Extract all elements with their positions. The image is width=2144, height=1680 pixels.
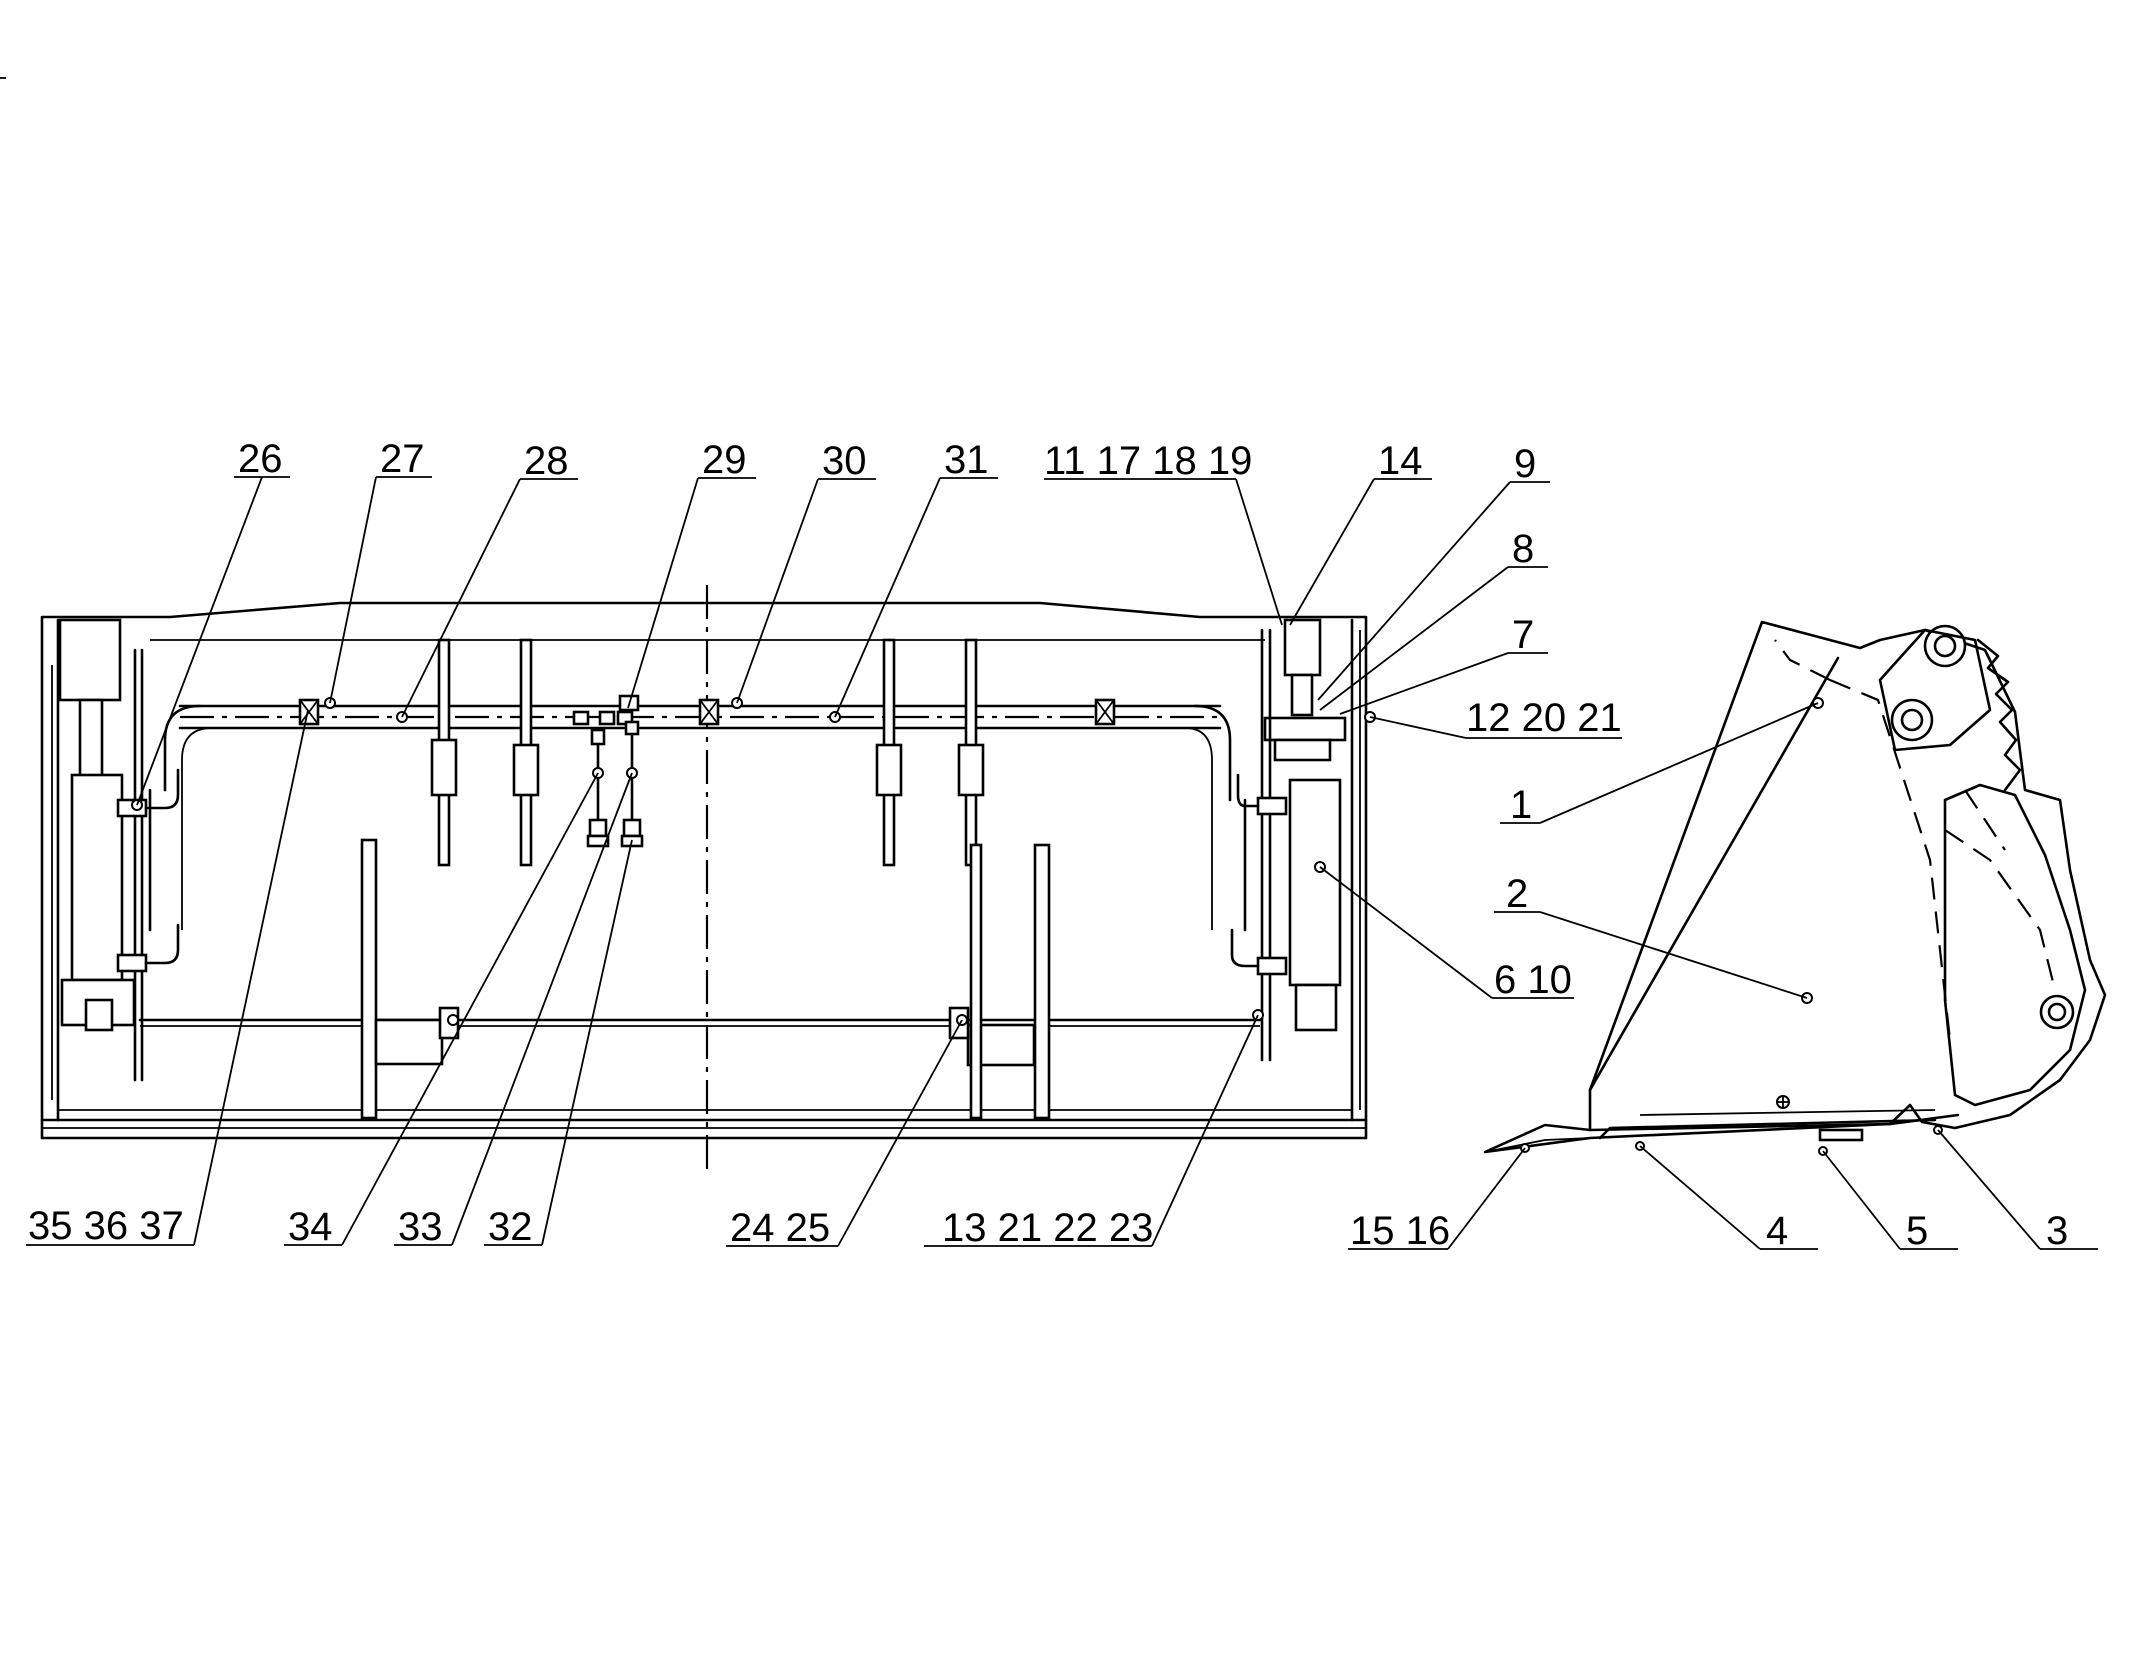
callout-15-16: 15 16 [1350,1209,1450,1253]
front-frame-outline [40,601,1368,1140]
callout-9: 9 [1514,442,1536,486]
bucket-side-outline [1483,620,2107,1154]
callout-11-17-18-19: 11 17 18 19 [1044,439,1252,483]
hydraulic-pipe-loop [148,704,1247,932]
callout-8: 8 [1512,527,1534,571]
fork-tines-lower [360,838,1051,1120]
callout-12-20-21: 12 20 21 [1466,696,1622,740]
fork-guides-upper [430,638,985,867]
callout-35-36-37: 35 36 37 [28,1204,184,1248]
callout-13-21-22-23: 13 21 22 23 [942,1206,1153,1250]
callout-32: 32 [488,1205,533,1249]
callout-labels: 26 27 28 29 30 31 11 17 18 19 14 9 8 7 1… [28,437,2068,1253]
callout-33: 33 [398,1205,443,1249]
callout-1: 1 [1510,783,1532,827]
reference-points-front [131,697,1376,1026]
callout-24-25: 24 25 [730,1206,830,1250]
side-view [1483,620,2107,1156]
callout-6-10: 6 10 [1494,958,1572,1002]
leader-lines [26,476,2098,1250]
callout-3: 3 [2046,1209,2068,1253]
callout-34: 34 [288,1205,333,1249]
callout-26: 26 [238,437,283,481]
left-cylinder [51,618,180,1100]
callout-29: 29 [702,438,747,482]
front-view [40,585,1376,1175]
tube-clamps [298,698,1116,726]
callout-7: 7 [1512,613,1534,657]
callout-31: 31 [944,438,989,482]
callout-2: 2 [1506,872,1528,916]
callout-27: 27 [380,437,425,481]
callout-14: 14 [1378,439,1423,483]
callout-4: 4 [1766,1209,1788,1253]
callout-28: 28 [524,439,569,483]
callout-30: 30 [822,439,867,483]
serrated-edge [1976,638,2022,792]
callout-5: 5 [1906,1209,1928,1253]
right-cylinder [1230,618,1361,1110]
wear-plate [1818,1128,1864,1142]
